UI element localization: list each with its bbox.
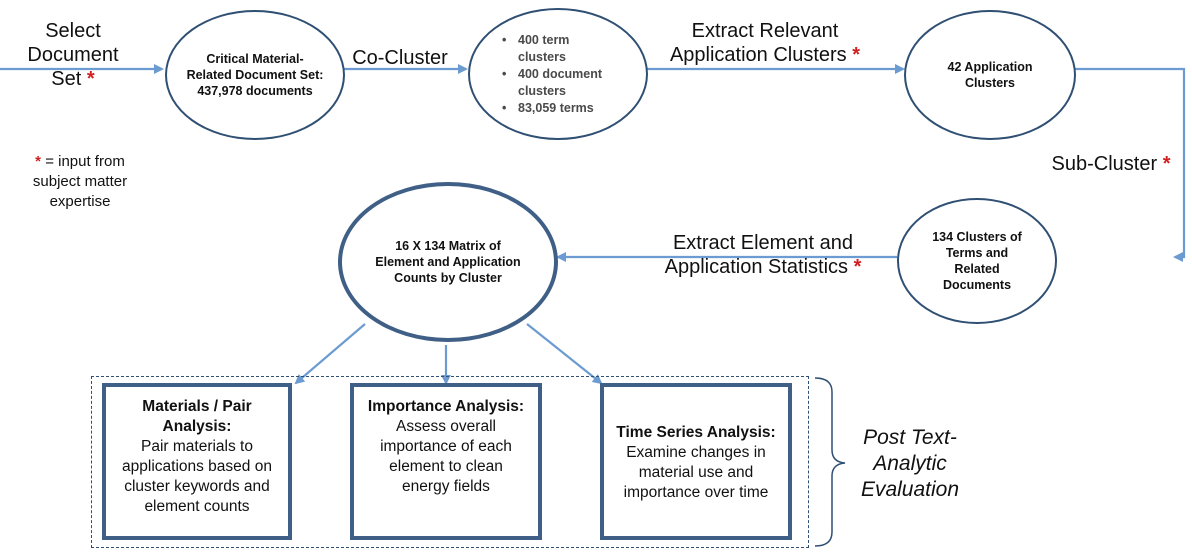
application-clusters-node: 42 Application Clusters bbox=[904, 10, 1076, 140]
co-cluster-label: Co-Cluster bbox=[352, 47, 448, 69]
term-clusters-node: 134 Clusters of Terms and Related Docume… bbox=[897, 198, 1057, 324]
extract-statistics-label: Extract Element and Application Statisti… bbox=[664, 232, 862, 278]
sme-star: * bbox=[853, 256, 862, 278]
document-set-node: Critical Material-Related Document Set: … bbox=[165, 10, 345, 140]
co-cluster-results-node: 400 term clusters 400 document clusters … bbox=[468, 8, 648, 140]
materials-pair-body: Pair materials to applications based on … bbox=[122, 438, 272, 515]
document-set-text: Critical Material-Related Document Set: … bbox=[186, 52, 324, 98]
co-cluster-results-list: 400 term clusters 400 document clusters … bbox=[502, 32, 614, 117]
post-analysis-group bbox=[91, 376, 809, 548]
matrix-node: 16 X 134 Matrix of Element and Applicati… bbox=[338, 182, 558, 342]
term-clusters-text: 134 Clusters of Terms and Related Docume… bbox=[932, 230, 1022, 292]
post-text-analytic-label: Post Text-Analytic Evaluation bbox=[860, 426, 960, 501]
materials-pair-analysis-box: Materials / Pair Analysis: Pair material… bbox=[102, 383, 292, 540]
extract-application-label: Extract Relevant Application Clusters * bbox=[669, 20, 861, 66]
bullet-item: 400 document clusters bbox=[502, 66, 614, 100]
matrix-text: 16 X 134 Matrix of Element and Applicati… bbox=[375, 239, 521, 285]
arrow-to-timeseries bbox=[526, 323, 603, 385]
importance-body: Assess overall importance of each elemen… bbox=[380, 418, 512, 495]
sme-star: * bbox=[852, 44, 861, 66]
importance-title: Importance Analysis: bbox=[367, 398, 525, 415]
time-series-body: Examine changes in material use and impo… bbox=[623, 444, 769, 501]
legend: * = input from subject matter expertise bbox=[32, 153, 128, 210]
application-clusters-text: 42 Application Clusters bbox=[947, 60, 1033, 90]
bullet-item: 400 term clusters bbox=[502, 32, 614, 66]
time-series-analysis-box: Time Series Analysis: Examine changes in… bbox=[600, 383, 792, 540]
legend-star: * bbox=[35, 153, 42, 170]
sub-cluster-label: Sub-Cluster * bbox=[1051, 153, 1171, 175]
sme-star: * bbox=[86, 68, 95, 90]
time-series-title: Time Series Analysis: bbox=[616, 424, 776, 441]
post-analysis-brace bbox=[814, 377, 846, 547]
arrow-to-materials bbox=[294, 323, 366, 385]
arrow-sub-cluster bbox=[1075, 67, 1186, 262]
importance-analysis-box: Importance Analysis: Assess overall impo… bbox=[350, 383, 542, 540]
sme-star: * bbox=[1162, 153, 1171, 175]
select-document-set-label: Select Document Set * bbox=[27, 20, 119, 90]
bullet-item: 83,059 terms bbox=[502, 100, 614, 117]
materials-pair-title: Materials / Pair Analysis: bbox=[142, 398, 252, 435]
